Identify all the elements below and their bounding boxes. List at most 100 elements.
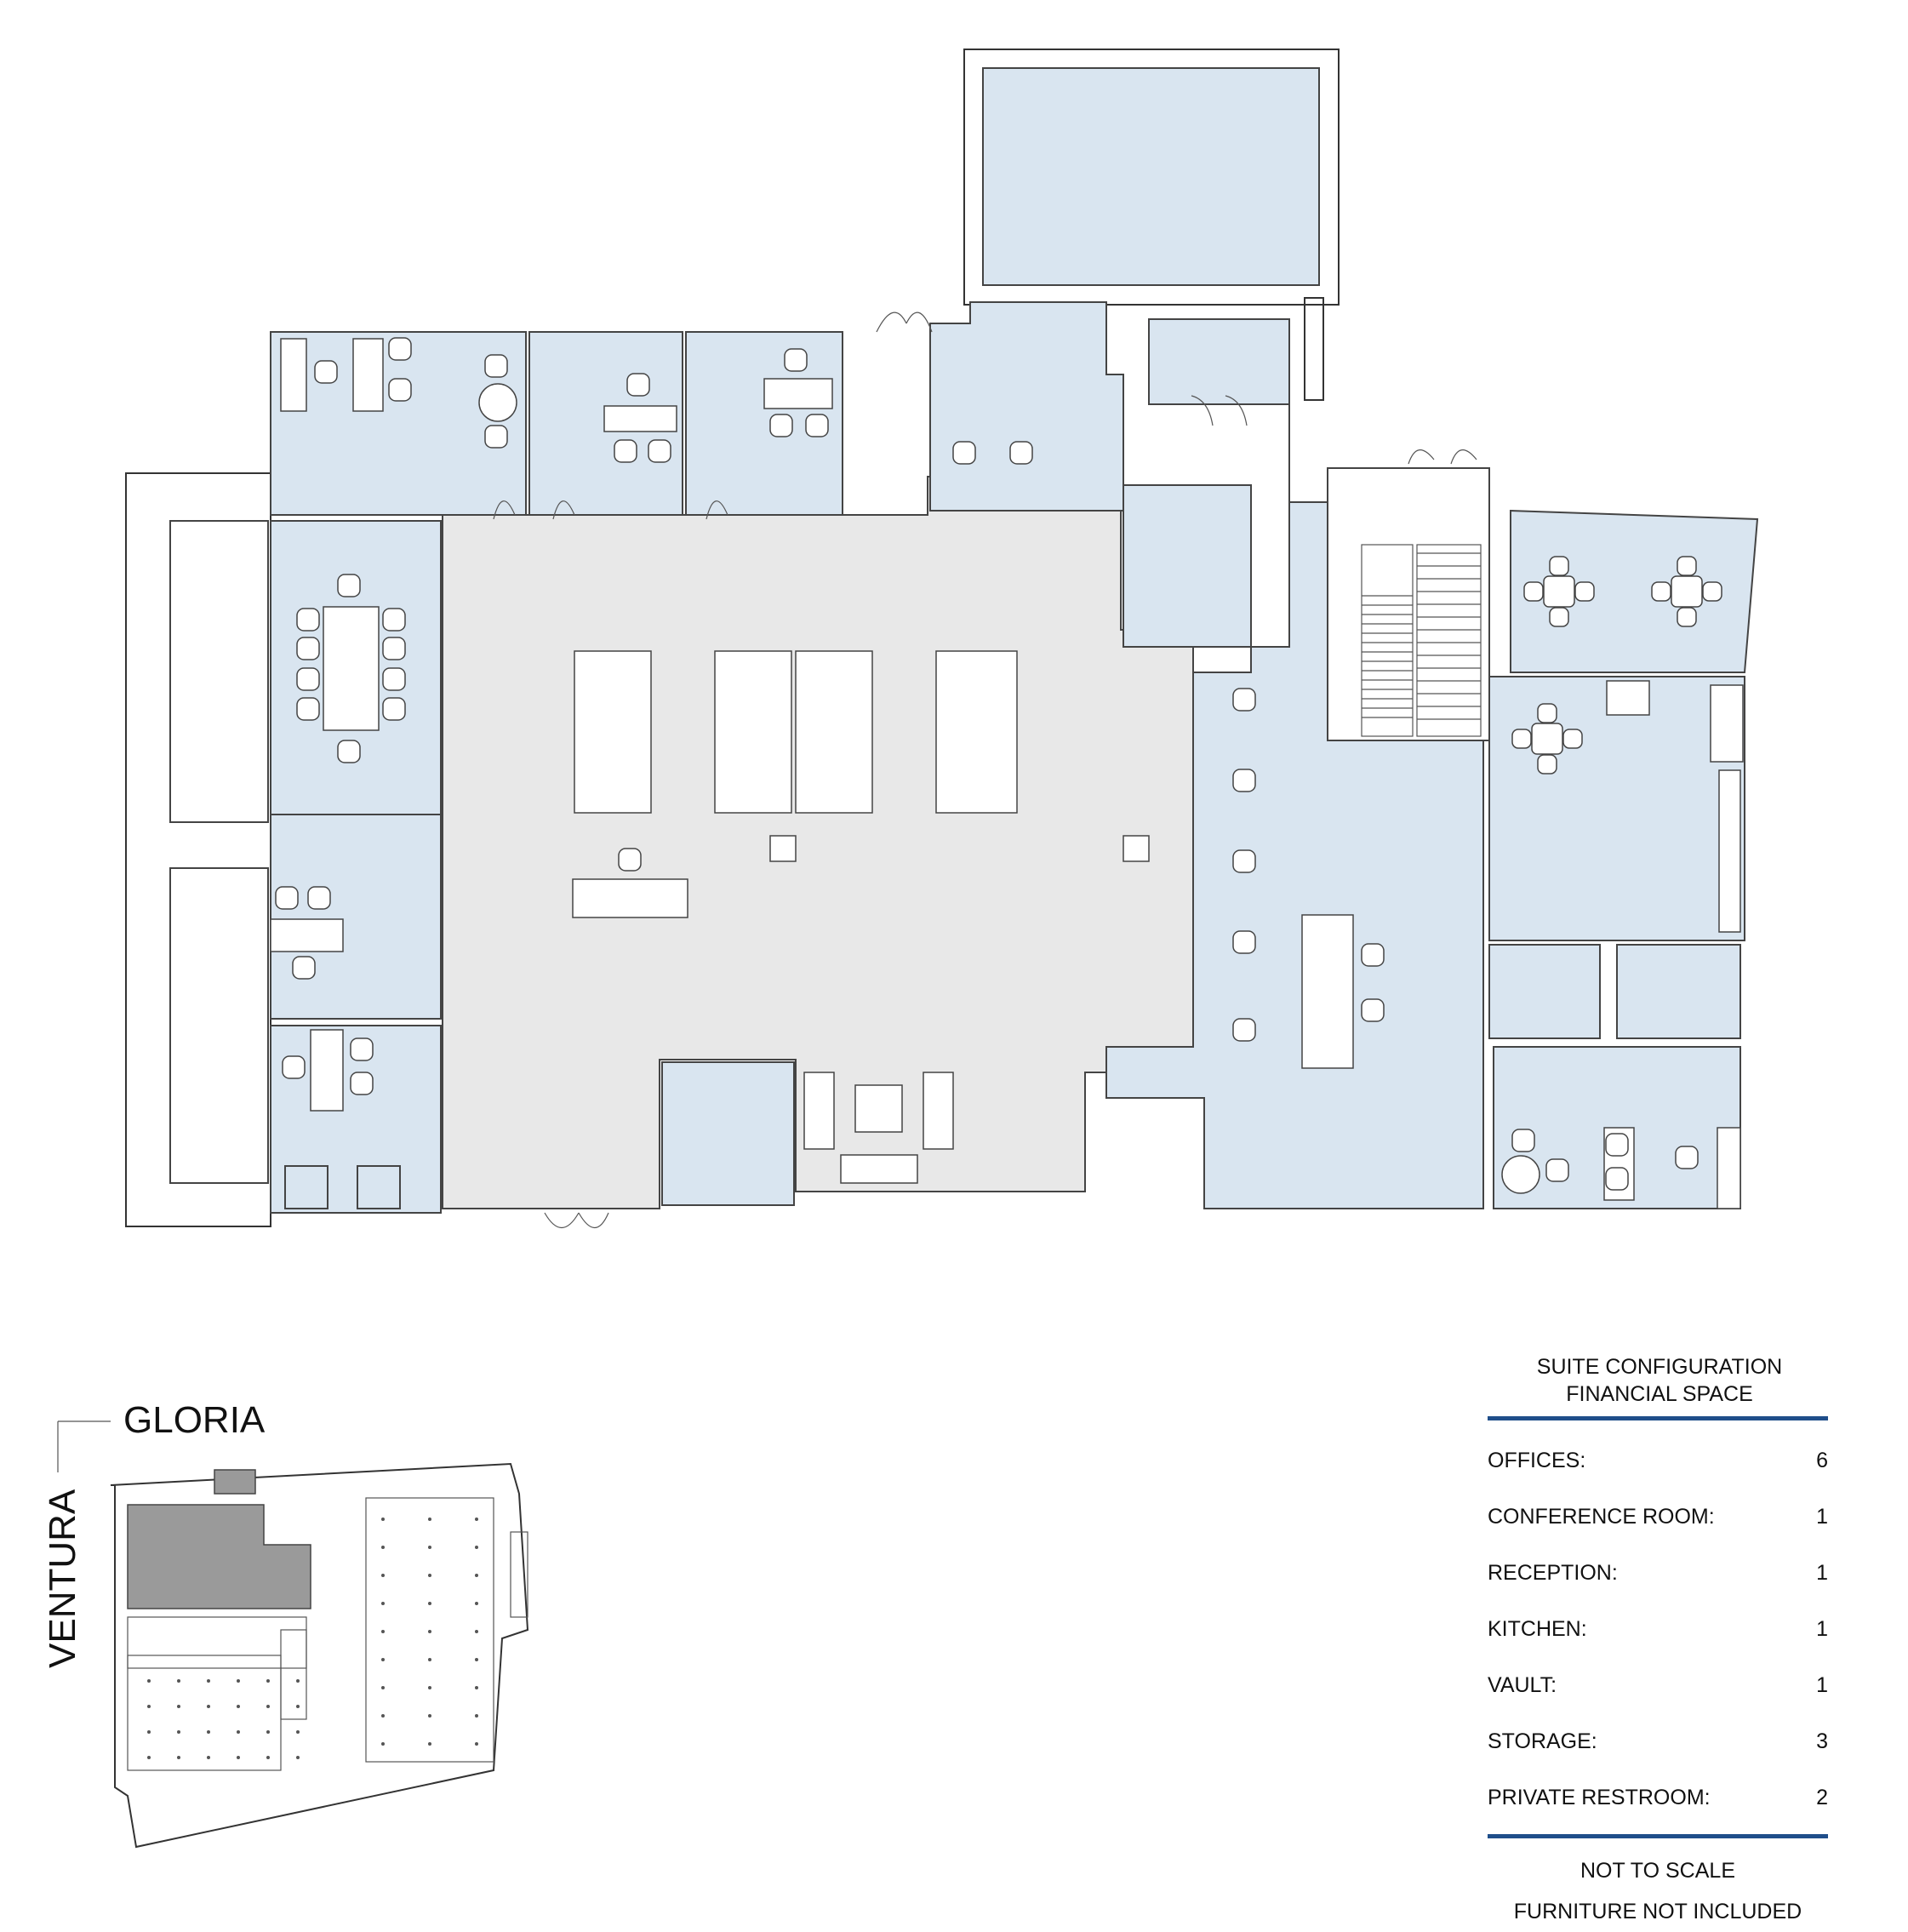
chair: [1537, 754, 1557, 775]
chair: [648, 439, 671, 463]
chair: [296, 667, 320, 691]
key-plan-column: [428, 1658, 431, 1661]
chair: [1511, 1129, 1535, 1152]
chair: [618, 848, 642, 872]
legend-row-value: 1: [1816, 1561, 1828, 1585]
column: [1123, 835, 1150, 862]
key-plan-column: [147, 1705, 151, 1708]
chair: [1232, 849, 1256, 873]
key-plan-column: [207, 1756, 210, 1759]
kitchen: [1488, 676, 1745, 941]
chair: [626, 373, 650, 397]
chair: [1361, 998, 1385, 1022]
chair: [1549, 556, 1569, 576]
legend-row-value: 1: [1816, 1673, 1828, 1697]
chair: [1232, 1018, 1256, 1042]
street-label-gloria: GLORIA: [123, 1399, 266, 1441]
workstations: [574, 650, 1018, 814]
key-plan-column: [147, 1730, 151, 1734]
chair: [296, 697, 320, 721]
legend-title: SUITE CONFIGURATION: [1536, 1355, 1783, 1379]
legend-row: PRIVATE RESTROOM:2: [1481, 1769, 1828, 1826]
legend-row-label: STORAGE:: [1488, 1729, 1597, 1753]
legend-row-value: 2: [1816, 1786, 1828, 1809]
chair: [388, 378, 412, 402]
key-plan-column: [428, 1574, 431, 1577]
door-swings: [493, 312, 1477, 1229]
legend-row-label: CONFERENCE ROOM:: [1488, 1505, 1715, 1529]
office-furniture: [270, 338, 1741, 1209]
table: [1531, 723, 1563, 755]
legend-row: CONFERENCE ROOM: 1: [1481, 1489, 1828, 1545]
key-plan-column: [381, 1658, 385, 1661]
chair: [1511, 729, 1532, 749]
storage-north: [1148, 318, 1290, 405]
legend-row-value: 1: [1816, 1505, 1828, 1529]
key-plan-column: [428, 1686, 431, 1689]
chair: [382, 608, 406, 632]
key-plan-column: [207, 1679, 210, 1683]
key-plan-column: [207, 1730, 210, 1734]
key-plan-column: [381, 1518, 385, 1521]
key-plan-column: [296, 1679, 300, 1683]
key-plan-column: [381, 1574, 385, 1577]
storage-south: [661, 1061, 795, 1206]
chair: [1523, 581, 1544, 602]
building-shell: [125, 49, 1340, 1227]
chair: [1562, 729, 1583, 749]
key-plan-column: [296, 1705, 300, 1708]
chair: [382, 667, 406, 691]
restroom-2: [1616, 944, 1741, 1039]
chair: [484, 425, 508, 449]
key-plan-column: [428, 1742, 431, 1746]
chair: [296, 608, 320, 632]
key-plan-column: [296, 1730, 300, 1734]
chair: [1361, 943, 1385, 967]
chairs: [275, 337, 1699, 1191]
street-label-ventura: VENTURA: [42, 1489, 83, 1668]
chair: [275, 886, 299, 910]
chair: [282, 1055, 306, 1079]
legend-row: RECEPTION: 1: [1481, 1545, 1828, 1601]
key-plan-column: [428, 1546, 431, 1549]
workroom-north: [929, 301, 1124, 512]
legend-row-label: RECEPTION:: [1488, 1561, 1618, 1585]
chair: [1009, 441, 1033, 465]
key-plan-column: [381, 1714, 385, 1718]
vault: [982, 67, 1320, 286]
chair: [1232, 769, 1256, 792]
key-plan-column: [381, 1630, 385, 1633]
office-top-left: [270, 331, 527, 516]
key-plan-column: [475, 1602, 478, 1605]
legend-rows: OFFICES:6 CONFERENCE ROOM:1 RECEPTION:1 …: [1481, 1432, 1838, 1826]
key-plan-column: [237, 1679, 240, 1683]
key-plan-column: [428, 1518, 431, 1521]
key-plan-column: [296, 1756, 300, 1759]
chair: [1545, 1158, 1569, 1182]
key-plan-column: [177, 1679, 180, 1683]
chair: [1702, 581, 1722, 602]
key-plan-column: [428, 1714, 431, 1718]
legend-subtitle: FINANCIAL SPACE: [1566, 1382, 1753, 1406]
key-plan-column: [237, 1705, 240, 1708]
chair: [1651, 581, 1671, 602]
key-plan-column: [177, 1730, 180, 1734]
break-room: [1510, 509, 1759, 673]
chair: [1677, 607, 1697, 627]
chair: [350, 1072, 374, 1095]
key-plan: [57, 1420, 529, 1849]
conference-table: [323, 606, 380, 731]
chair: [769, 414, 793, 437]
round-tables: [1511, 556, 1722, 775]
chair: [1549, 607, 1569, 627]
chair: [1675, 1146, 1699, 1169]
chair: [307, 886, 331, 910]
chair: [296, 637, 320, 660]
key-plan-column: [475, 1546, 478, 1549]
chair: [314, 360, 338, 384]
chair: [1232, 930, 1256, 954]
legend-row-label: VAULT:: [1488, 1673, 1557, 1697]
right-rooms: [1488, 509, 1759, 1209]
storage-east: [1123, 484, 1252, 648]
